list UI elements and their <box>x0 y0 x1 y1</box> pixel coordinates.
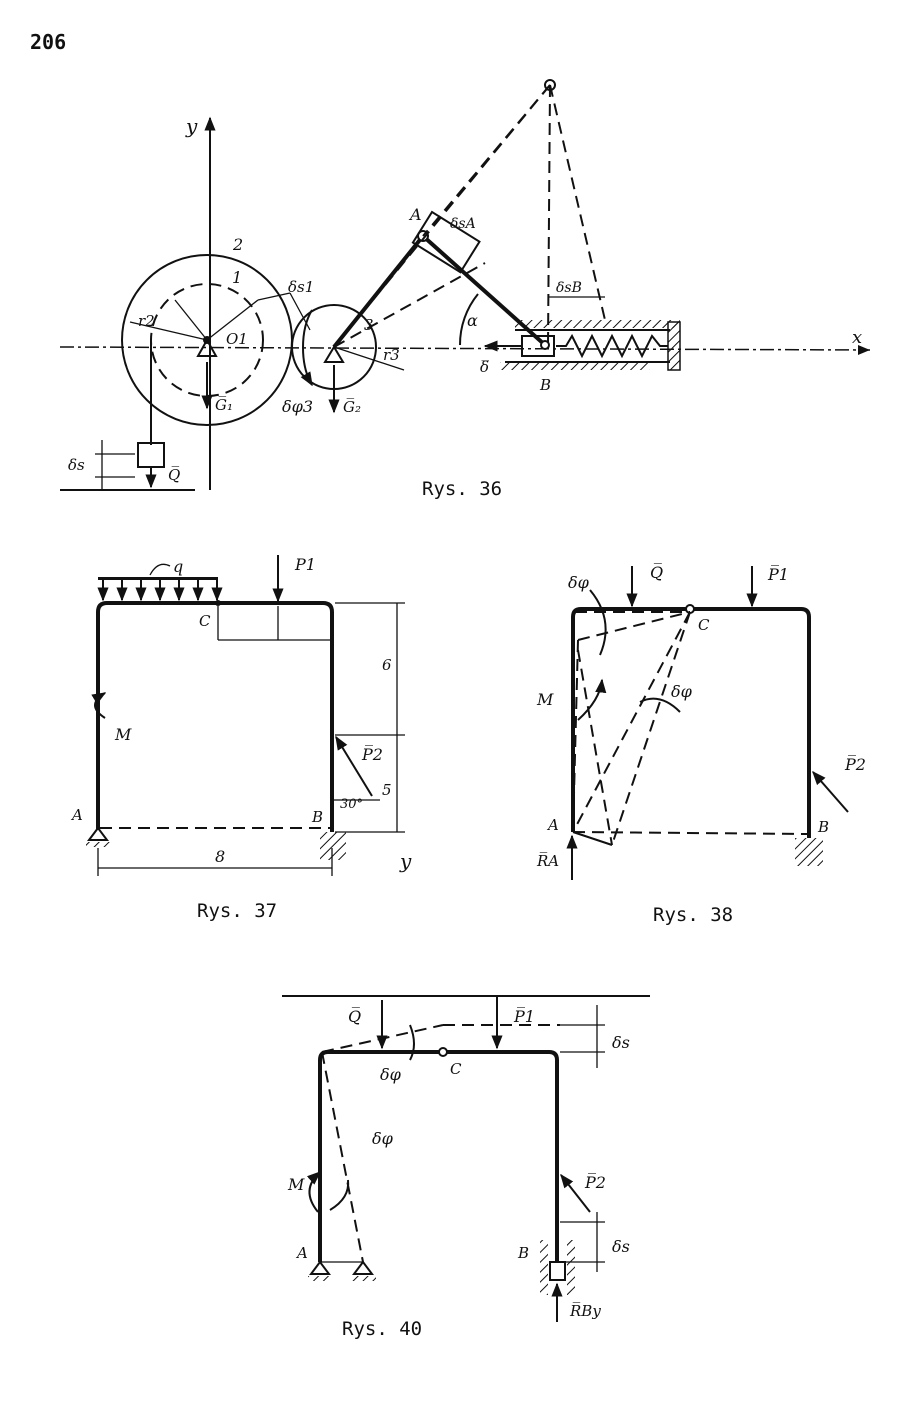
fig36-label-dsa: δsA <box>450 216 476 232</box>
fig40-support-a-displaced <box>352 1260 374 1275</box>
figure-38: Q̅ P̅1 C δφ δφ M P̅2 R̅A A B <box>536 562 866 880</box>
fig36-label-dphi3: δφ3 <box>282 397 313 416</box>
fig37-label-a: A <box>70 806 83 824</box>
fig37-label-c: C <box>199 612 211 630</box>
fig40-label-ds-bottom: δs <box>612 1237 630 1256</box>
fig38-label-b: B <box>817 818 829 836</box>
fig36-label-alpha: α <box>467 311 478 330</box>
fig37-label-m: M <box>114 725 132 744</box>
fig38-moment-m <box>577 678 607 721</box>
fig40-label-dphi-top: δφ <box>380 1065 402 1084</box>
fig36-support-o1 <box>196 337 218 357</box>
fig37-p2-arrow <box>335 735 373 797</box>
fig36-label-3: 3 <box>364 316 374 334</box>
fig40-label-dphi-left: δφ <box>372 1129 394 1148</box>
fig36-caption: Rys. 36 <box>422 478 503 500</box>
figure-37: q P1 C M P̅2 30° 6 5 A B <box>70 555 412 876</box>
fig40-label-b: B <box>517 1244 529 1262</box>
fig37-label-p2: P̅2 <box>361 744 383 764</box>
fig40-label-p1: P̅1 <box>513 1006 535 1026</box>
fig37-label-b: B <box>311 808 323 826</box>
fig36-label-ds1: δs1 <box>288 278 314 296</box>
fig36-spring <box>556 333 668 359</box>
fig37-distributed-load <box>97 580 223 602</box>
fig36-label-2: 2 <box>232 235 243 254</box>
fig40-caption: Rys. 40 <box>342 1318 423 1340</box>
fig36-y-label: y <box>185 114 198 138</box>
fig37-label-angle: 30° <box>340 797 363 812</box>
fig38-frame <box>571 607 811 838</box>
fig37-dim-5: 5 <box>382 781 392 799</box>
fig40-label-q: Q̅ <box>348 1006 361 1026</box>
fig38-label-q: Q̅ <box>650 562 663 582</box>
fig38-label-p1: P̅1 <box>767 564 789 584</box>
fig36-rod-ab <box>421 234 547 347</box>
fig37-frame <box>96 601 334 832</box>
fig37-label-p1: P1 <box>294 555 316 574</box>
fig36-guide-bottom <box>500 362 650 370</box>
fig40-label-ds-top: δs <box>612 1033 630 1052</box>
fig40-support-a <box>309 1260 331 1275</box>
fig36-label-ds: δs <box>68 456 85 474</box>
fig38-p2-arrow <box>812 770 849 813</box>
fig37-moment-m <box>91 692 107 719</box>
fig37-caption: Rys. 37 <box>197 900 278 922</box>
fig36-label-o1: O1 <box>226 330 248 348</box>
fig36-label-1: 1 <box>232 268 242 287</box>
fig40-p2-arrow <box>560 1173 591 1213</box>
fig40-slider-b <box>549 1261 566 1281</box>
fig38-label-p2: P̅2 <box>844 754 866 774</box>
fig38-label-dphi-top: δφ <box>568 573 590 592</box>
page-number: 206 <box>30 30 67 54</box>
fig36-x-axis <box>59 346 871 351</box>
fig37-dim-6: 6 <box>382 656 392 674</box>
fig38-label-m: M <box>536 690 554 709</box>
fig36-weight-q <box>137 442 165 468</box>
fig38-label-dphi-mid: δφ <box>671 682 693 701</box>
fig36-label-b: B <box>539 376 551 394</box>
fig36-dsa-box <box>411 210 481 274</box>
fig40-label-a: A <box>295 1244 308 1262</box>
fig36-label-g1: G̅₁ <box>215 395 233 414</box>
fig36-x-label: x <box>852 327 862 348</box>
fig36-label-a: A <box>408 205 422 224</box>
fig36-guide-top <box>515 320 680 328</box>
fig37-label-y: y <box>399 849 412 873</box>
fig40-label-m: M <box>287 1175 305 1194</box>
fig36-support-wheel3 <box>323 345 345 363</box>
fig36-label-r2: r2 <box>138 312 155 330</box>
fig37-support-b <box>320 832 346 860</box>
fig36-label-g2: G̅₂ <box>343 397 361 416</box>
figure-36: y x 1 2 O1 r2 G̅₁ Q̅ δs <box>59 79 871 491</box>
fig40-label-rby: R̅By <box>569 1301 601 1320</box>
fig38-support-b <box>795 838 823 866</box>
fig40-frame <box>318 1050 559 1262</box>
fig40-label-c: C <box>450 1060 462 1078</box>
fig36-label-r3: r3 <box>383 346 400 364</box>
fig38-caption: Rys. 38 <box>653 904 734 926</box>
fig38-label-c: C <box>698 616 710 634</box>
figure-40: Q̅ P̅1 C δφ δφ δs M P̅2 δs <box>282 995 650 1322</box>
fig40-moment-m <box>306 1171 322 1213</box>
fig37-dim-8: 8 <box>215 847 225 866</box>
fig36-label-q: Q̅ <box>168 465 180 484</box>
fig38-label-ra: R̅A <box>536 851 559 870</box>
fig36-label-dsb: δsB <box>556 280 582 296</box>
fig36-label-delta: δ̅ <box>480 358 489 376</box>
fig38-label-a: A <box>546 816 559 834</box>
fig37-label-q: q <box>173 557 183 576</box>
fig37-support-a <box>87 826 109 841</box>
fig40-label-p2: P̅2 <box>584 1172 606 1192</box>
